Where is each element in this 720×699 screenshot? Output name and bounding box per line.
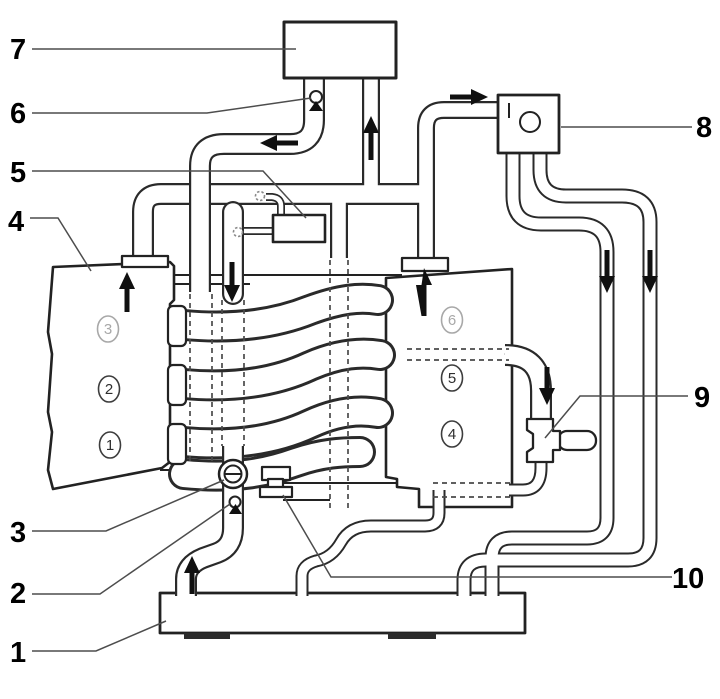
callout-label-6: 6 — [10, 98, 26, 130]
flow-arrow-down-icon — [599, 250, 615, 293]
callout-leader-2 — [32, 503, 231, 595]
callout-label-7: 7 — [10, 34, 26, 66]
cylinder-number-left-mid: 2 — [105, 381, 113, 398]
hose-network-main — [132, 76, 500, 268]
reservoir-box — [496, 93, 561, 155]
flange-left — [120, 254, 170, 269]
cylinder-markers: 3 2 1 6 5 4 — [96, 306, 464, 459]
cylinder-number-right-top: 6 — [448, 312, 456, 329]
flow-arrows — [119, 89, 658, 594]
flow-arrow-down-icon — [642, 250, 658, 293]
runner-flange — [166, 304, 188, 348]
fitting-component-9 — [525, 417, 598, 464]
callout-leader-5 — [32, 170, 307, 219]
flow-arrow-left-icon — [260, 135, 298, 151]
runner-flange — [166, 422, 188, 466]
callout-label-8: 8 — [696, 112, 712, 144]
callout-leader-6 — [32, 97, 312, 114]
reservoir-cap-circle — [519, 111, 541, 133]
hidden-pipe-dashes — [189, 260, 512, 512]
flow-arrow-up-icon — [416, 268, 432, 316]
hose-heater-supply — [189, 76, 325, 292]
callout-label-9: 9 — [694, 382, 710, 414]
hose-reservoir-return-pipes — [456, 150, 658, 596]
cylinder-number-left-bottom: 1 — [106, 437, 114, 454]
flow-arrow-up-icon — [363, 116, 379, 160]
cylinder-number-left-top: 3 — [104, 321, 112, 338]
callout-label-3: 3 — [10, 517, 26, 549]
callout-label-10: 10 — [672, 563, 704, 595]
radiator-foot — [388, 633, 436, 639]
callout-label-1: 1 — [10, 637, 26, 669]
radiator-box — [158, 591, 527, 639]
callout-leaders — [30, 48, 692, 652]
valve-component — [271, 213, 327, 244]
flow-arrow-down-icon — [539, 367, 555, 405]
flow-arrow-right-icon — [450, 89, 488, 105]
bracket-component-10 — [258, 465, 294, 499]
flange-right — [400, 256, 450, 273]
callout-leader-9 — [544, 395, 688, 439]
hose-end-ring — [232, 226, 244, 238]
callout-label-2: 2 — [10, 578, 26, 610]
callout-leader-1 — [32, 620, 167, 652]
cylinder-number-right-bottom: 4 — [448, 426, 456, 443]
callout-leader-4 — [30, 217, 92, 272]
callout-labels: 7 6 5 4 3 2 1 8 9 10 — [8, 34, 712, 669]
flow-arrow-up-icon — [119, 272, 135, 312]
callout-label-5: 5 — [10, 157, 26, 189]
runner-flange — [166, 363, 188, 407]
radiator-foot — [184, 633, 230, 639]
left-cylinder-head — [46, 260, 177, 491]
callout-leader-10 — [282, 494, 672, 578]
hose-end-ring — [254, 190, 266, 202]
callout-leader-3 — [32, 479, 225, 532]
valve-hoses — [232, 190, 285, 238]
cylinder-number-right-mid: 5 — [448, 370, 456, 387]
callout-label-4: 4 — [8, 206, 24, 238]
bleeder-valve-bottom — [228, 495, 242, 514]
bleeder-valve-top — [309, 90, 323, 111]
flow-arrow-up-icon — [184, 556, 200, 594]
flow-arrow-down-icon — [224, 262, 240, 302]
heater-box — [282, 20, 398, 80]
thermostat-sensor — [217, 458, 249, 490]
